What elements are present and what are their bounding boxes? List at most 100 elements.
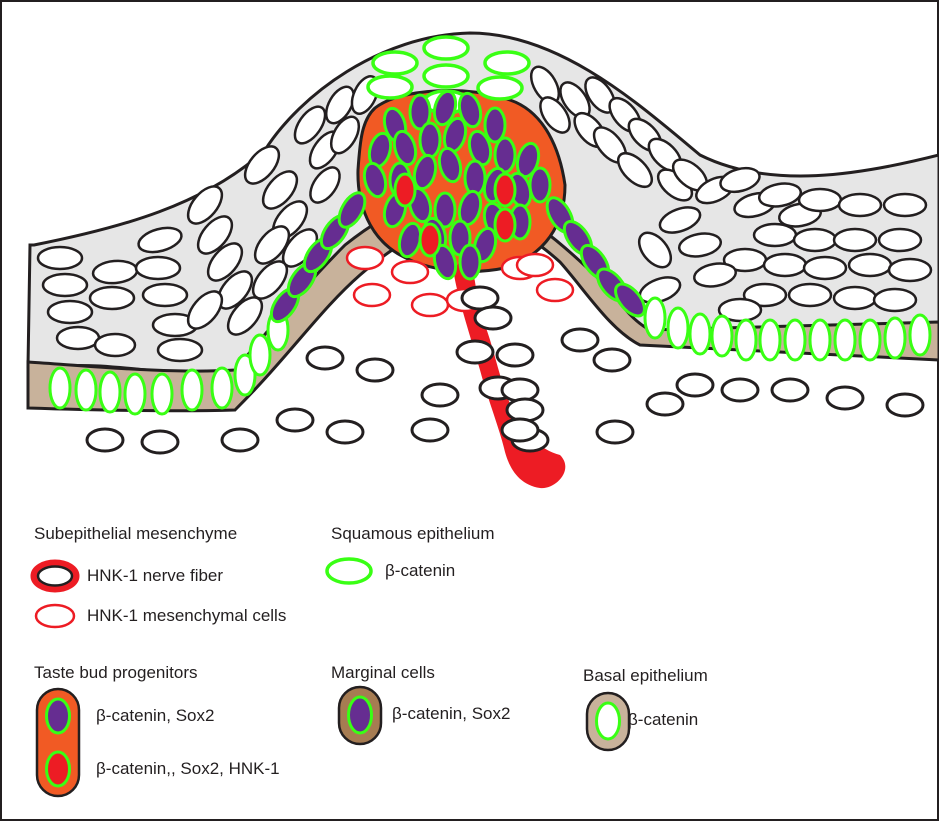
mesenchyme-nucleus (827, 387, 863, 409)
nerve-fiber-nucleus (457, 341, 493, 363)
squamous-nucleus (764, 254, 806, 276)
legend-basal-title: Basal epithelium (583, 666, 708, 686)
nerve-fiber-nucleus (507, 399, 543, 421)
squamous-nucleus (754, 224, 796, 246)
mesenchyme-nucleus (677, 374, 713, 396)
mesenchyme-nucleus (142, 431, 178, 453)
squamous-nucleus (889, 259, 931, 281)
mesenchymal-cell (354, 284, 390, 306)
legend-taste-bud-nucleus-purple (47, 699, 70, 733)
mesenchyme-nucleus (357, 359, 393, 381)
nerve-fiber-nucleus (502, 419, 538, 441)
squamous-surface-nucleus (373, 52, 417, 74)
squamous-nucleus (43, 274, 87, 296)
mesenchyme-nucleus (327, 421, 363, 443)
squamous-nucleus (158, 339, 202, 361)
basal-nucleus (690, 314, 710, 354)
squamous-nucleus (879, 229, 921, 251)
basal-nucleus (250, 335, 270, 375)
squamous-nucleus (839, 194, 881, 216)
progenitor-nucleus (460, 245, 480, 279)
mesenchyme-nucleus (422, 384, 458, 406)
squamous-nucleus (834, 287, 876, 309)
mesenchymal-cell (412, 294, 448, 316)
basal-nucleus (50, 368, 70, 408)
mesenchyme-nucleus (412, 419, 448, 441)
squamous-nucleus (95, 334, 135, 356)
hnk1-progenitor-nucleus (395, 174, 415, 206)
nerve-fiber-nucleus (475, 307, 511, 329)
squamous-nucleus (789, 284, 831, 306)
nerve-fiber-nucleus (497, 344, 533, 366)
legend-taste-bud-title: Taste bud progenitors (34, 663, 198, 683)
legend-basal-label: β-catenin (628, 710, 698, 730)
mesenchyme-nucleus (562, 329, 598, 351)
basal-nucleus (810, 320, 830, 360)
squamous-nucleus (834, 229, 876, 251)
squamous-surface-nucleus (478, 77, 522, 99)
mesenchyme-nucleus (722, 379, 758, 401)
basal-nucleus (860, 320, 880, 360)
squamous-nucleus (136, 257, 180, 279)
basal-nucleus (736, 320, 756, 360)
mesenchyme-nucleus (597, 421, 633, 443)
squamous-nucleus (794, 229, 836, 251)
nerve-fiber-nucleus (502, 379, 538, 401)
progenitor-nucleus (420, 123, 440, 157)
mesenchyme-nucleus (222, 429, 258, 451)
squamous-nucleus (804, 257, 846, 279)
squamous-nucleus (799, 189, 841, 211)
legend-marginal-label: β-catenin, Sox2 (392, 704, 510, 724)
legend-basal-nucleus (597, 703, 620, 739)
basal-nucleus (125, 374, 145, 414)
squamous-surface-nucleus (485, 52, 529, 74)
legend-squamous-title: Squamous epithelium (331, 524, 494, 544)
mesenchyme-nucleus (594, 349, 630, 371)
basal-nucleus (712, 316, 732, 356)
hnk1-progenitor-nucleus (495, 209, 515, 241)
basal-nucleus (182, 370, 202, 410)
basal-nucleus (668, 308, 688, 348)
legend-squamous-swatch (327, 559, 371, 583)
legend-subepithelial-title: Subepithelial mesenchyme (34, 524, 237, 544)
progenitor-nucleus (485, 108, 505, 142)
squamous-nucleus (38, 247, 82, 269)
progenitor-nucleus (530, 168, 550, 202)
mesenchyme-nucleus (647, 393, 683, 415)
basal-nucleus (645, 298, 665, 338)
basal-nucleus (760, 320, 780, 360)
legend-taste-bud-nucleus-red (47, 752, 70, 786)
mesenchymal-cell (392, 261, 428, 283)
mesenchyme-nucleus (307, 347, 343, 369)
legend-marginal-nucleus (349, 697, 372, 733)
squamous-nucleus (48, 301, 92, 323)
legend-squamous-label: β-catenin (385, 561, 455, 581)
squamous-nucleus (884, 194, 926, 216)
hnk1-progenitor-nucleus (420, 224, 440, 256)
mesenchymal-cell (517, 254, 553, 276)
squamous-nucleus (874, 289, 916, 311)
legend-mesenchymal-label: HNK-1 mesenchymal cells (87, 606, 286, 626)
basal-nucleus (152, 374, 172, 414)
squamous-surface-nucleus (424, 65, 468, 87)
squamous-nucleus (90, 287, 134, 309)
basal-nucleus (835, 320, 855, 360)
mesenchyme-nucleus (772, 379, 808, 401)
mesenchyme-nucleus (87, 429, 123, 451)
legend-taste-bud-row1: β-catenin, Sox2 (96, 706, 214, 726)
mesenchymal-cell (537, 279, 573, 301)
basal-nucleus (100, 372, 120, 412)
basal-nucleus (885, 318, 905, 358)
legend-marginal-title: Marginal cells (331, 663, 435, 683)
progenitor-nucleus (465, 161, 485, 195)
hnk1-progenitor-nucleus (495, 174, 515, 206)
squamous-nucleus (57, 327, 99, 349)
squamous-nucleus (143, 284, 187, 306)
legend-taste-bud-row2: β-catenin,, Sox2, HNK-1 (96, 759, 280, 779)
basal-nucleus (76, 370, 96, 410)
mesenchyme-nucleus (887, 394, 923, 416)
basal-nucleus (785, 320, 805, 360)
legend-nerve-fiber-label: HNK-1 nerve fiber (87, 566, 223, 586)
mesenchymal-cell (347, 247, 383, 269)
